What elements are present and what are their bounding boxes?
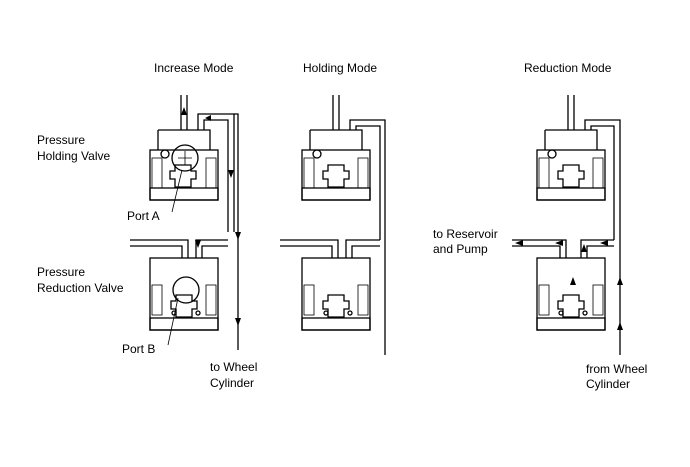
reduction-mode-group xyxy=(512,95,623,355)
pressure-holding-valve-label-line2: Holding Valve xyxy=(37,149,111,163)
pressure-holding-valve-label-line1: Pressure xyxy=(37,133,86,147)
to-wheel-cylinder-label-line2: Cylinder xyxy=(210,376,255,390)
port-b-label: Port B xyxy=(122,342,156,356)
pressure-reduction-valve-label-line1: Pressure xyxy=(37,265,86,279)
holding-mode-title: Holding Mode xyxy=(303,61,378,75)
holding-mode-group xyxy=(280,95,386,355)
to-reservoir-label-line1: to Reservoir xyxy=(433,227,498,241)
port-a-label: Port A xyxy=(127,209,160,223)
to-reservoir-label-line2: and Pump xyxy=(433,242,488,256)
to-wheel-cylinder-label-line1: to Wheel xyxy=(210,360,258,374)
increase-mode-title: Increase Mode xyxy=(154,61,234,75)
from-wheel-cylinder-label-line2: Cylinder xyxy=(586,377,631,391)
increase-mode-group xyxy=(130,95,241,350)
pressure-reduction-valve-label-line2: Reduction Valve xyxy=(37,281,124,295)
from-wheel-cylinder-label-line1: from Wheel xyxy=(586,362,648,376)
reduction-mode-title: Reduction Mode xyxy=(524,61,612,75)
